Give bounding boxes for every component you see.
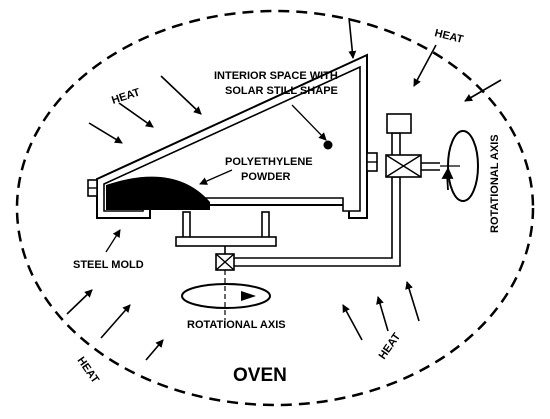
steel-mold-label: STEEL MOLD [73,259,144,271]
heat-arrows-top-right [348,17,502,102]
heat-arrow [160,75,202,115]
heat-arrow [88,122,123,144]
polyethylene-label-line1: POLYETHYLENE [225,156,313,168]
heat-arrow [100,304,131,339]
heat-label-bottom-left: HEAT [75,355,102,386]
heat-label-top-left: HEAT [110,86,142,107]
heat-arrow [118,102,154,128]
oven-boundary [15,9,535,407]
interior-space-label-line2: SOLAR STILL SHAPE [225,85,338,97]
rotation-indicator-right [441,130,479,202]
polyethylene-label-line2: POWDER [241,171,291,183]
heat-arrow [66,289,93,315]
interior-space-label-line1: INTERIOR SPACE WITH [214,70,338,82]
rotation-indicator-bottom [181,283,271,309]
heat-arrows-top-left [88,75,202,144]
rotational-axis-right-label: ROTATIONAL AXIS [489,134,501,233]
rotational-axis-bottom-label: ROTATIONAL AXIS [187,319,286,331]
heat-arrows-bottom-left [66,289,164,361]
leader-lines [105,104,327,253]
heat-arrow [405,281,420,322]
heat-label-bottom-right: HEAT [377,331,404,362]
steel-mold [87,53,378,219]
interior-space-marker [323,140,333,150]
heat-arrow [376,296,389,332]
heat-arrow [145,339,164,361]
oven-label: OVEN [233,365,287,386]
heat-arrow [464,79,502,102]
mold-support [175,211,277,256]
heat-arrows-bottom-right [342,281,420,341]
heat-arrow [342,304,363,341]
heat-label-top-right: HEAT [433,27,464,46]
motor-box [386,113,412,134]
polyethylene-powder [106,176,210,210]
heat-arrow [348,17,357,59]
heat-arrow [413,44,437,87]
